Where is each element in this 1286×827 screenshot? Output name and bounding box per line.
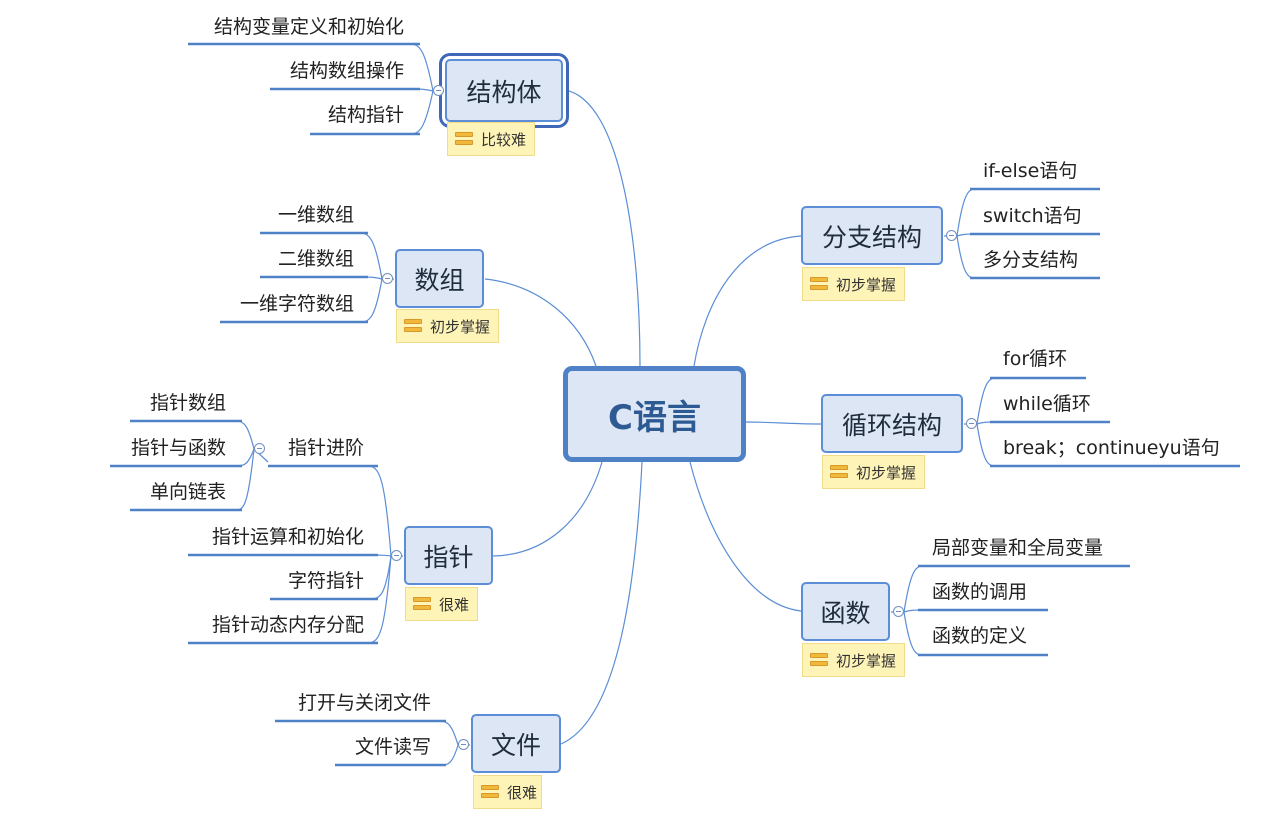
subtopic-label[interactable]: switch语句 — [983, 205, 1082, 227]
topic-file[interactable]: 文件 — [471, 714, 561, 773]
child-curve — [956, 235, 976, 279]
subtopic-label[interactable]: 指针动态内存分配 — [211, 614, 364, 636]
subtopic-label[interactable]: 一维字符数组 — [239, 293, 354, 315]
subtopic-label[interactable]: 文件读写 — [354, 736, 431, 758]
subtopic-label[interactable]: 局部变量和全局变量 — [932, 537, 1104, 559]
child-curve — [956, 188, 976, 237]
branch-connector-struct — [564, 89, 641, 367]
subtopic-label[interactable]: 结构变量定义和初始化 — [213, 16, 404, 38]
subtopic-label[interactable]: while循环 — [1003, 393, 1091, 415]
child-curve — [235, 448, 255, 467]
branch-connector-file — [560, 461, 643, 745]
difficulty-tag-loop[interactable]: 初步掌握 — [822, 455, 925, 489]
child-curve — [976, 377, 996, 425]
collapse-toggle-icon[interactable] — [893, 606, 904, 617]
priority-flag-icon — [481, 785, 499, 799]
tag-label: 初步掌握 — [430, 317, 491, 336]
priority-flag-icon — [413, 597, 431, 611]
difficulty-tag-file[interactable]: 很难 — [473, 775, 542, 809]
subtopic-label[interactable]: for循环 — [1003, 348, 1068, 370]
subtopic-label[interactable]: 指针与函数 — [130, 437, 226, 459]
difficulty-tag-function[interactable]: 初步掌握 — [802, 643, 905, 677]
child-curve — [409, 90, 434, 135]
topic-loop-structure[interactable]: 循环结构 — [821, 394, 963, 453]
child-curve — [976, 423, 996, 467]
subtopic-label[interactable]: 结构数组操作 — [289, 60, 404, 82]
tag-label: 很难 — [439, 595, 470, 614]
subtopic-label[interactable]: 单向链表 — [149, 481, 226, 503]
subtopic-label[interactable]: 字符指针 — [287, 570, 364, 592]
child-curve — [903, 611, 923, 656]
tag-label: 初步掌握 — [836, 651, 897, 670]
tag-label: 初步掌握 — [836, 275, 897, 294]
branch-connector-function — [689, 461, 802, 612]
child-curve — [359, 278, 383, 323]
child-curve — [439, 720, 459, 746]
priority-flag-icon — [810, 277, 828, 291]
topic-pointer[interactable]: 指针 — [404, 526, 493, 585]
priority-flag-icon — [810, 653, 828, 667]
subtopic-label[interactable]: 函数的定义 — [932, 625, 1028, 647]
collapse-toggle-icon[interactable] — [946, 230, 957, 241]
priority-flag-icon — [830, 465, 848, 479]
tag-label: 初步掌握 — [856, 463, 917, 482]
subtopic-label[interactable]: 指针运算和初始化 — [211, 526, 364, 548]
child-curve — [439, 744, 459, 766]
topic-function[interactable]: 函数 — [801, 582, 890, 641]
branch-connector-pointer — [492, 461, 603, 557]
child-curve — [409, 43, 434, 92]
priority-flag-icon — [404, 319, 422, 333]
branch-connector-loop — [745, 421, 822, 425]
difficulty-tag-array[interactable]: 初步掌握 — [396, 309, 499, 343]
subtopic-label[interactable]: if-else语句 — [983, 160, 1078, 182]
difficulty-tag-struct[interactable]: 比较难 — [447, 122, 535, 156]
collapse-toggle-icon[interactable] — [382, 273, 393, 284]
center-topic[interactable]: C语言 — [563, 366, 746, 462]
difficulty-tag-branch[interactable]: 初步掌握 — [802, 267, 905, 301]
topic-branch-structure[interactable]: 分支结构 — [801, 206, 943, 265]
difficulty-tag-pointer[interactable]: 很难 — [405, 587, 478, 621]
priority-flag-icon — [455, 132, 473, 146]
tag-label: 很难 — [507, 783, 538, 802]
branch-connector-array — [484, 278, 597, 367]
tag-label: 比较难 — [481, 130, 527, 149]
topic-array[interactable]: 数组 — [395, 249, 484, 308]
collapse-toggle-icon[interactable] — [391, 550, 402, 561]
collapse-toggle-icon[interactable] — [966, 418, 977, 429]
subtopic-label[interactable]: 打开与关闭文件 — [297, 692, 431, 714]
topic-struct[interactable]: 结构体 — [445, 59, 563, 122]
subtopic-label[interactable]: 一维数组 — [277, 204, 354, 226]
child-curve — [359, 232, 383, 280]
subtopic-label[interactable]: 结构指针 — [327, 104, 404, 126]
collapse-toggle-icon[interactable] — [254, 443, 265, 454]
collapse-toggle-icon[interactable] — [458, 739, 469, 750]
child-curve — [235, 448, 255, 511]
subtopic-label[interactable]: 多分支结构 — [983, 249, 1079, 271]
subtopic-label[interactable]: 指针进阶 — [287, 437, 364, 459]
child-curve — [903, 565, 923, 613]
subtopic-label[interactable]: break；continueyu语句 — [1003, 437, 1220, 459]
subtopic-label[interactable]: 指针数组 — [149, 392, 226, 414]
collapse-toggle-icon[interactable] — [433, 85, 444, 96]
branch-connector-branch — [693, 235, 802, 367]
subtopic-label[interactable]: 二维数组 — [277, 248, 354, 270]
child-curve — [235, 420, 255, 450]
subtopic-label[interactable]: 函数的调用 — [932, 581, 1028, 603]
child-curve — [367, 465, 392, 557]
